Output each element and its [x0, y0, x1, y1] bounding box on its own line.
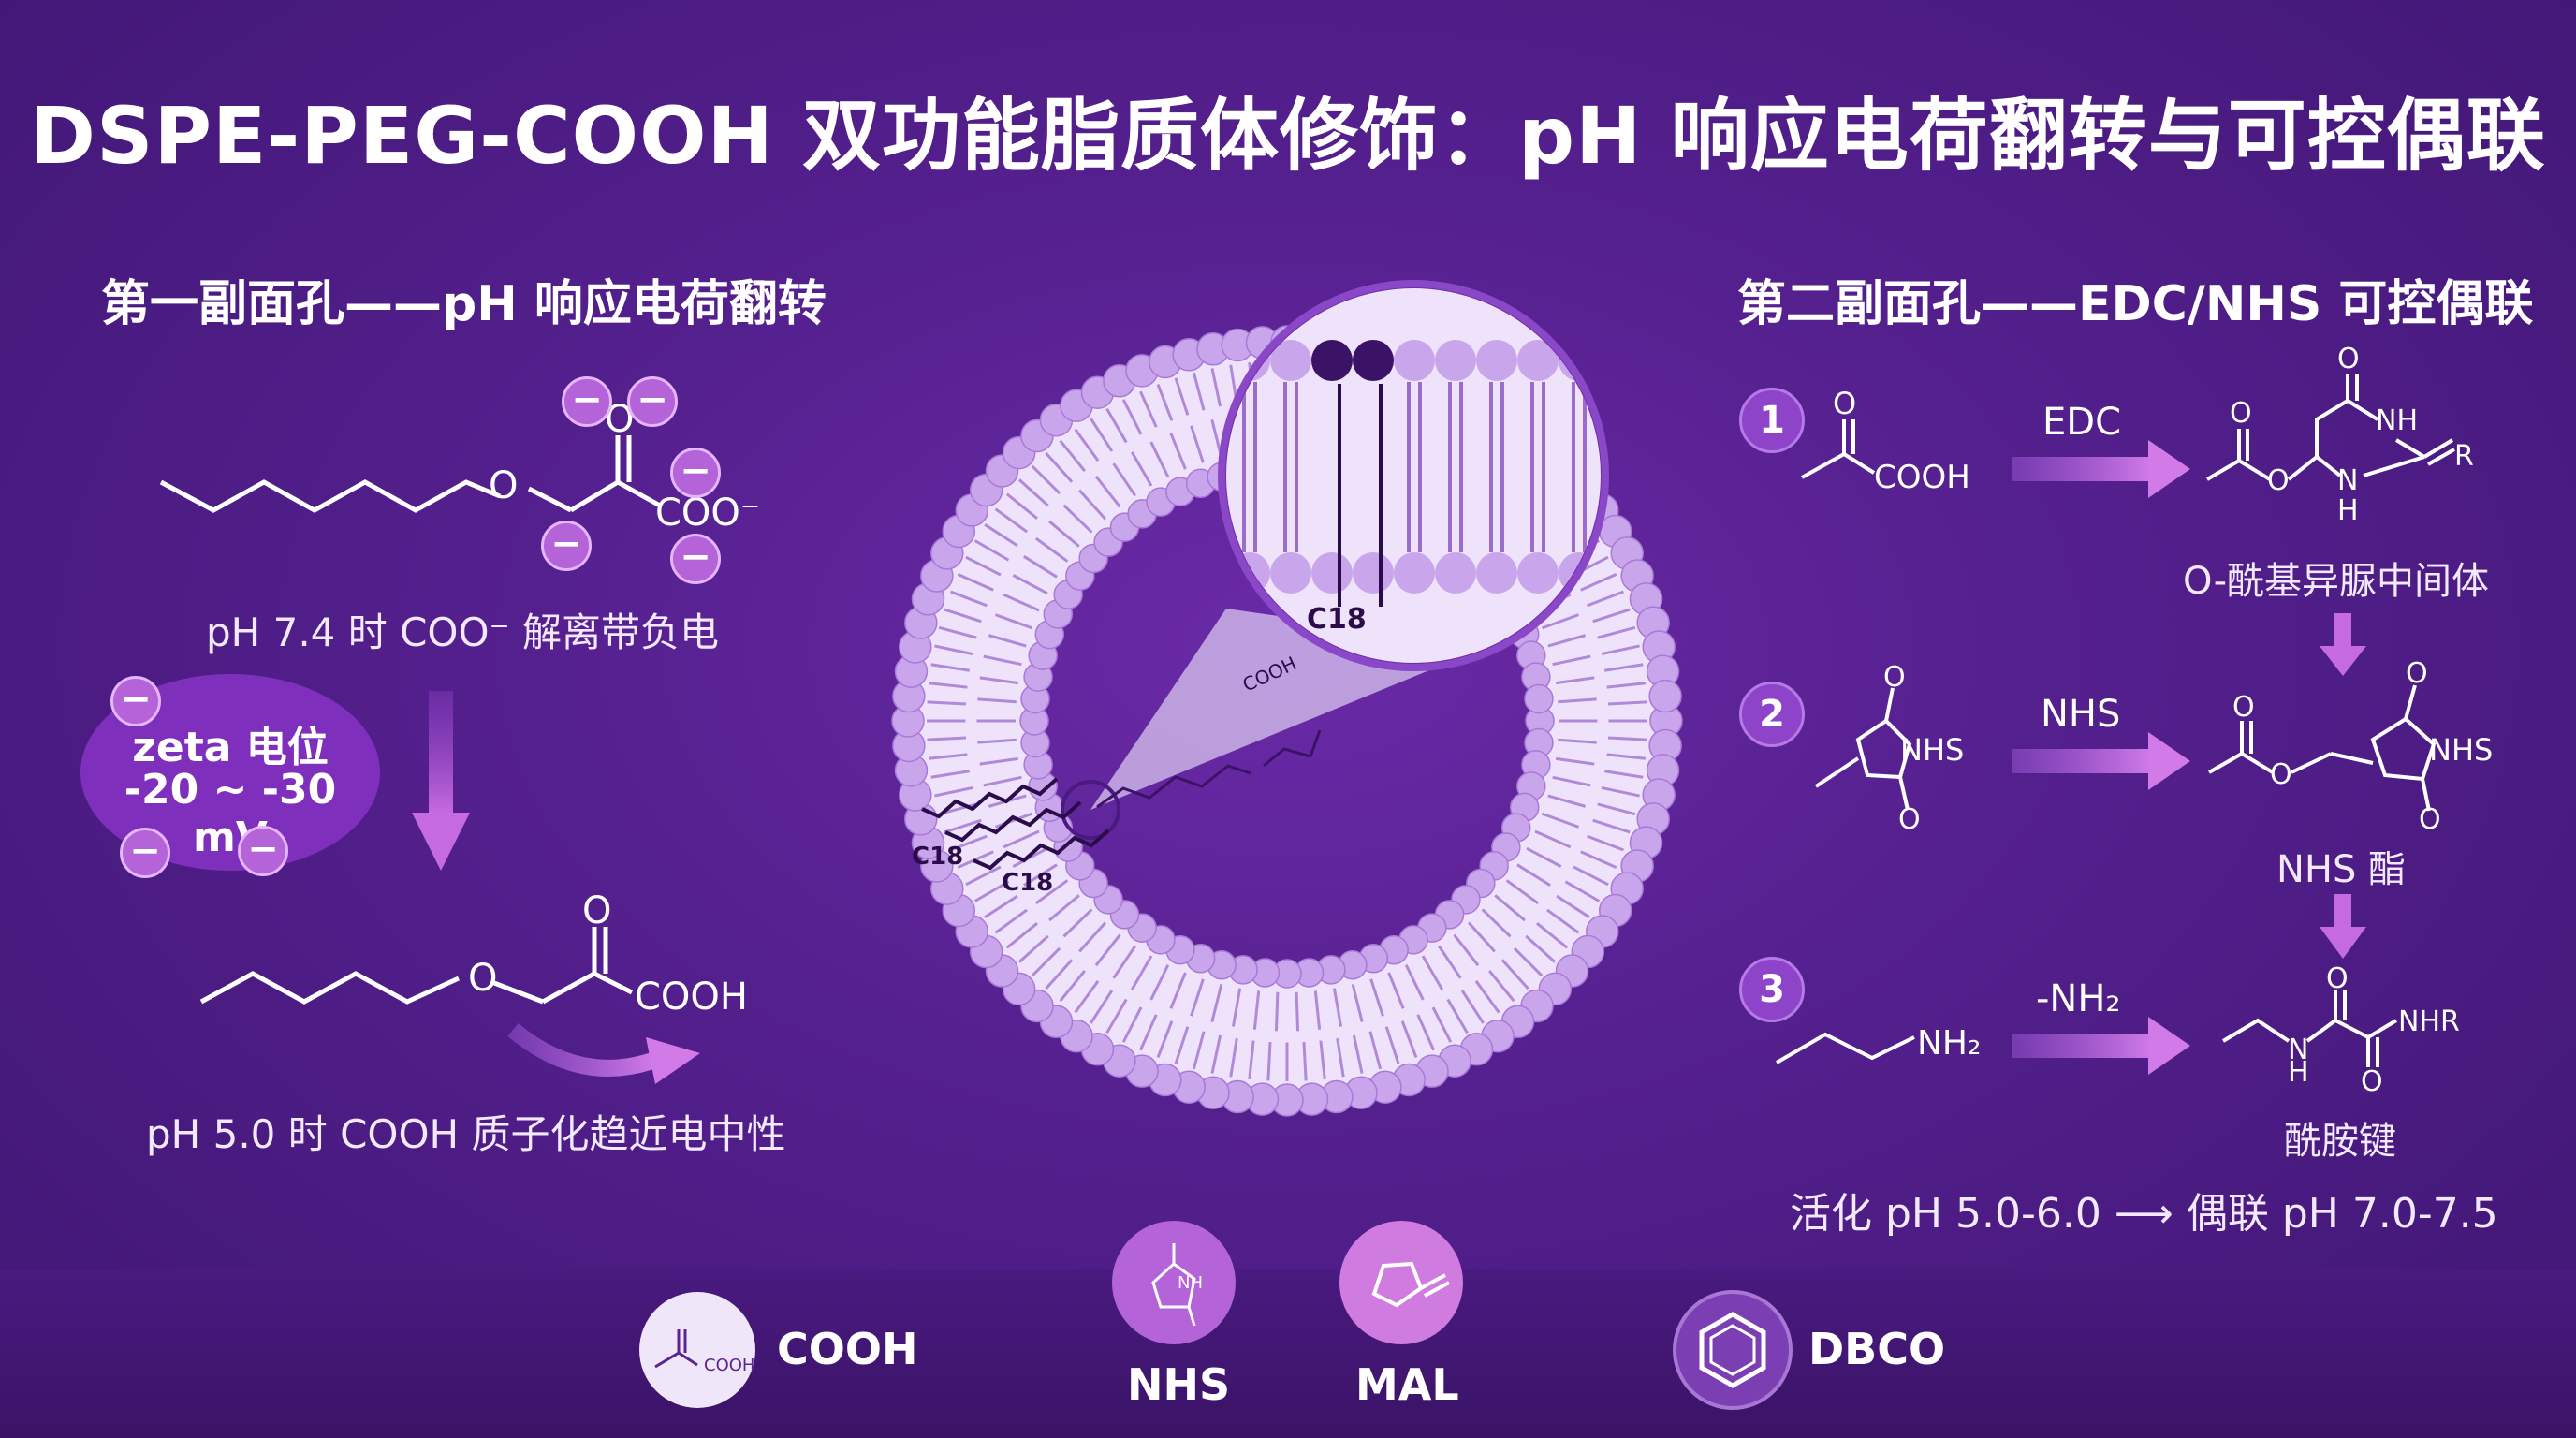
- s3-prod-o2: O: [2361, 1065, 2383, 1098]
- c18-label-zoom: C18: [1307, 603, 1367, 636]
- s3-reagent: -NH₂: [2036, 977, 2121, 1020]
- page-title: DSPE-PEG-COOH 双功能脂质体修饰：pH 响应电荷翻转与可控偶联: [30, 90, 2546, 182]
- ph-footer: 活化 pH 5.0-6.0 ⟶ 偶联 pH 7.0-7.5: [1790, 1190, 2498, 1238]
- minus-badge: −: [238, 826, 288, 876]
- s2-reagent: NHS: [2041, 693, 2121, 736]
- minus-badge: −: [110, 676, 161, 726]
- s3-prod-o1: O: [2326, 962, 2349, 995]
- bottom-chain: [199, 971, 461, 1005]
- minus-badge: −: [670, 534, 721, 584]
- mal-icon: [1339, 1221, 1463, 1344]
- nhs-icon-nh: NH: [1178, 1273, 1203, 1293]
- s1-prod-o2: O: [2267, 464, 2290, 497]
- s3-product-label: 酰胺键: [2284, 1120, 2396, 1163]
- s2-product-label: NHS 酯: [2276, 848, 2407, 891]
- s2-prod-o2: O: [2270, 758, 2292, 791]
- nhs-icon: [1112, 1221, 1236, 1344]
- legend-mal-label: MAL: [1355, 1359, 1459, 1410]
- caption-ph74: pH 7.4 时 COO⁻ 解离带负电: [206, 609, 720, 655]
- curved-arrow: [507, 1023, 658, 1077]
- top-o-ether: O: [489, 464, 519, 507]
- minus-badge: −: [562, 376, 612, 427]
- c18-label-tail-a: C18: [912, 843, 964, 871]
- s2-reactant: NHS: [1900, 732, 1965, 768]
- minus-badge: −: [627, 376, 678, 427]
- left-heading: 第一副面孔——pH 响应电荷翻转: [101, 276, 827, 332]
- step-3-badge: 3: [1739, 957, 1805, 1022]
- lipid-tails-detail: [921, 777, 1110, 871]
- s1-prod-o1: O: [2230, 397, 2252, 430]
- legend-dbco-label: DBCO: [1808, 1324, 1946, 1374]
- s1-prod-h: H: [2337, 494, 2359, 527]
- coo-label: COO⁻: [655, 492, 761, 535]
- s1-prod-o3: O: [2337, 343, 2360, 375]
- legend-cooh-label: COOH: [777, 1324, 918, 1374]
- cooh-label-left: COOH: [635, 976, 748, 1019]
- legend-nhs-label: NHS: [1127, 1359, 1231, 1410]
- step-1-badge: 1: [1739, 388, 1805, 453]
- reaction-arrow-3: [2012, 1017, 2190, 1075]
- cooh-icon: [639, 1292, 755, 1408]
- bottom-o-carbonyl: O: [582, 889, 612, 932]
- down-arrow: [429, 691, 453, 813]
- zeta-label: zeta 电位: [132, 724, 329, 771]
- caption-ph50: pH 5.0 时 COOH 质子化趋近电中性: [146, 1111, 786, 1157]
- s3-prod-nhr: NHR: [2398, 1005, 2460, 1038]
- s2-prod-o4: O: [2419, 803, 2441, 836]
- s2-o2: O: [1898, 803, 1921, 836]
- minus-badge: −: [120, 828, 170, 878]
- s2-prod-nhs: NHS: [2429, 732, 2494, 768]
- s1-prod-r: R: [2454, 440, 2474, 473]
- s1-o: O: [1833, 386, 1857, 421]
- legend-bar: [0, 1269, 2576, 1438]
- s2-o1: O: [1883, 661, 1906, 694]
- dbco-icon: [1673, 1290, 1793, 1410]
- minus-badge: −: [670, 448, 721, 498]
- reaction-arrow-1: [2012, 440, 2190, 498]
- s3-prod-n: N: [2288, 1034, 2309, 1066]
- right-heading: 第二副面孔——EDC/NHS 可控偶联: [1737, 276, 2534, 332]
- c18-label-tail-b: C18: [1002, 869, 1054, 897]
- s1-reagent: EDC: [2042, 401, 2122, 444]
- top-chain: [159, 479, 501, 513]
- cooh-icon-text: COOH: [704, 1356, 755, 1375]
- s1-product-label: O-酰基异脲中间体: [2183, 560, 2490, 603]
- s3-reactant: NH₂: [1917, 1024, 1982, 1063]
- s1-reactant: COOH: [1874, 459, 1970, 496]
- s3-prod-h: H: [2288, 1056, 2309, 1089]
- minus-badge: −: [541, 521, 592, 571]
- s2-prod-o3: O: [2406, 657, 2428, 690]
- s2-prod-o1: O: [2232, 691, 2255, 724]
- reaction-arrow-2: [2012, 732, 2190, 790]
- step-2-badge: 2: [1739, 682, 1805, 747]
- bottom-o-ether: O: [468, 957, 498, 1000]
- s1-prod-nh: NH: [2376, 404, 2418, 437]
- s1-prod-n: N: [2337, 464, 2359, 497]
